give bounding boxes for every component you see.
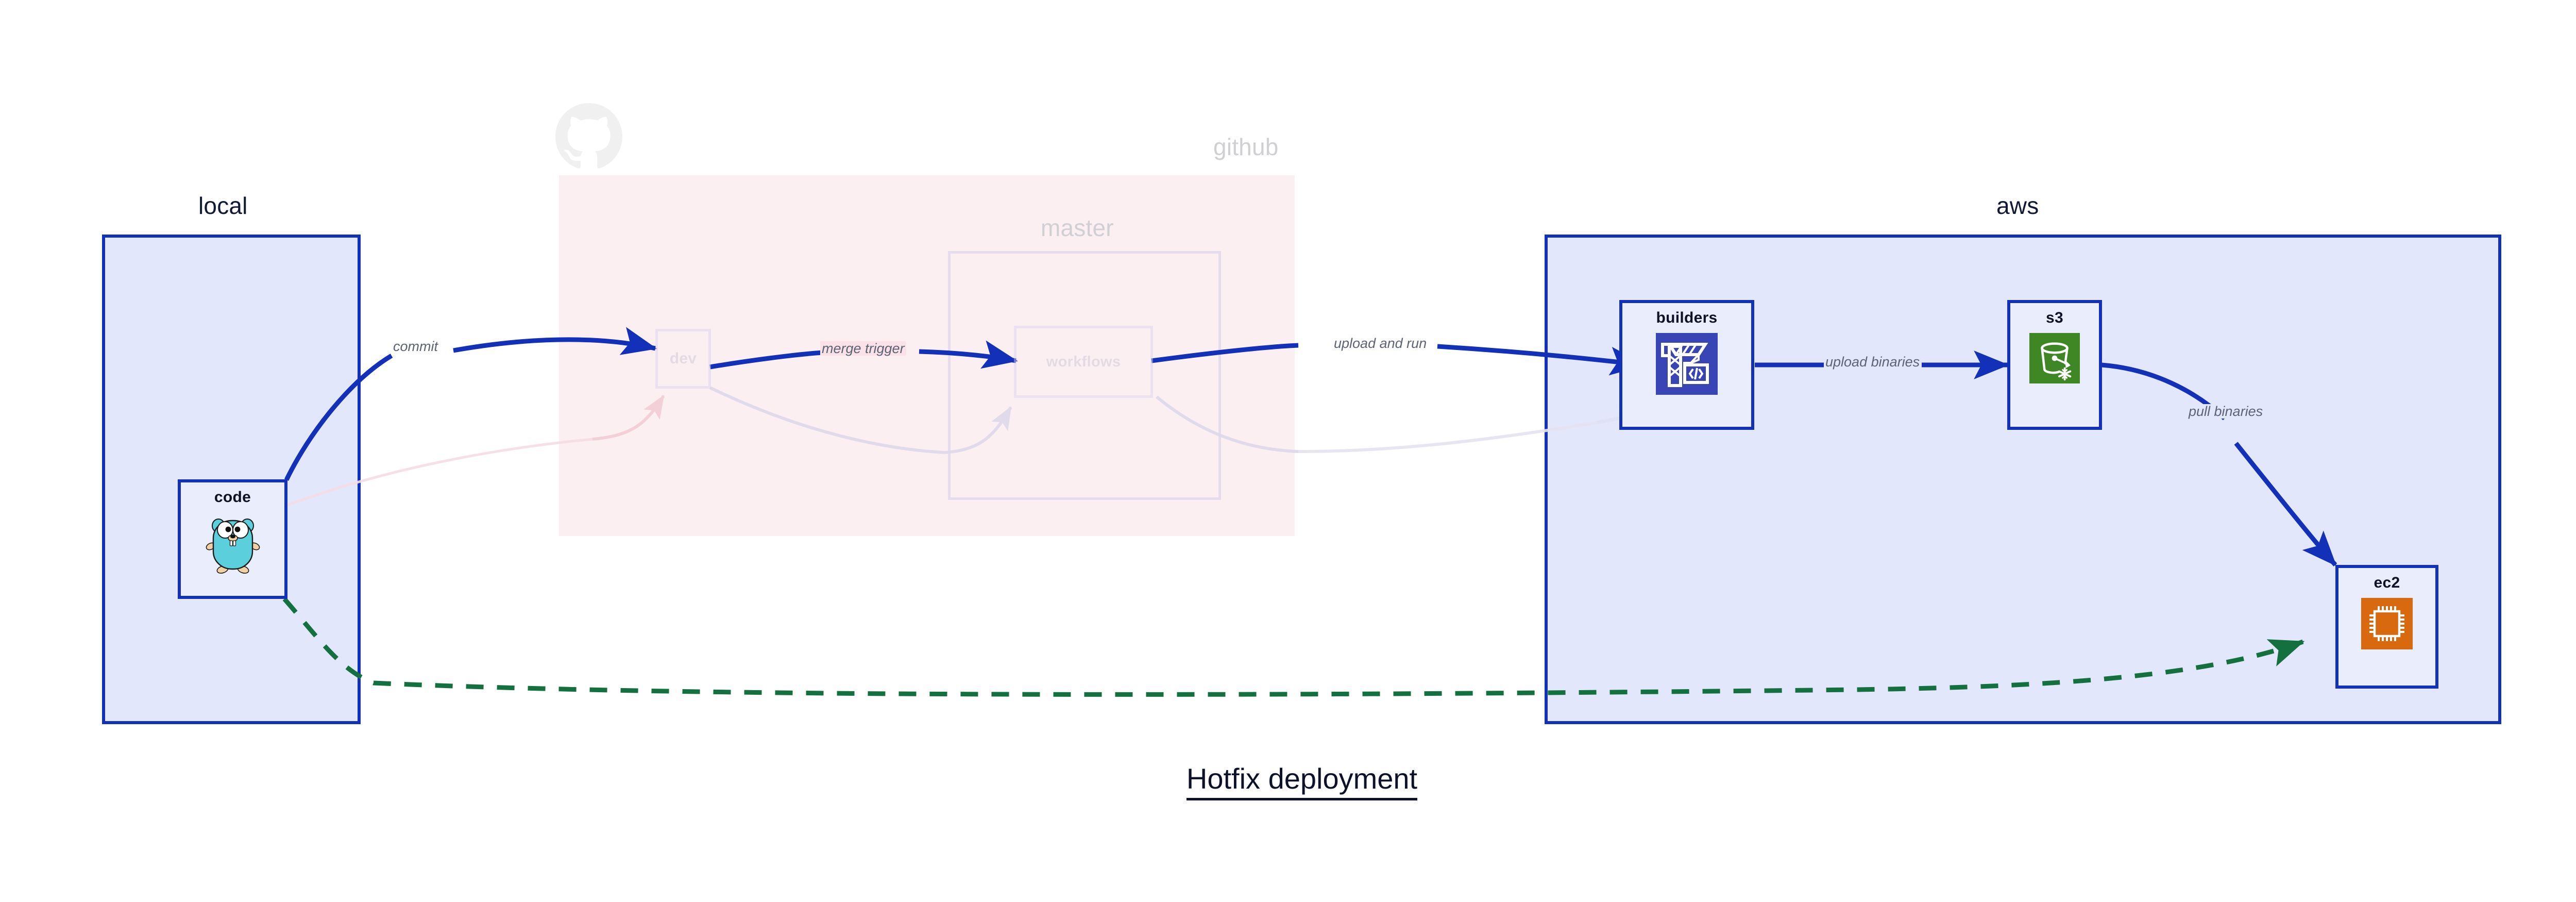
edge-pullbin-seg2 xyxy=(2234,442,2337,567)
edge-uploadrun-seg2 xyxy=(1437,344,1646,376)
node-ec2-title: ec2 xyxy=(2374,574,2400,591)
cluster-label-master: master xyxy=(1041,214,1114,241)
edge-uploadrun-seg1 xyxy=(1151,343,1299,363)
ghost-edge-dev-workflows-a xyxy=(709,386,946,454)
node-workflows-title: workflows xyxy=(1046,353,1121,370)
cluster-github xyxy=(559,175,1295,536)
cluster-master xyxy=(948,251,1221,500)
node-dev[interactable]: dev xyxy=(655,329,711,389)
node-ec2[interactable]: ec2 xyxy=(2335,565,2438,689)
edge-merge-seg1 xyxy=(709,350,823,370)
edge-label-pull-binaries: pull binaries xyxy=(2187,404,2265,419)
ghost-edge-into-dev xyxy=(592,394,665,441)
node-code-title: code xyxy=(214,489,251,506)
edge-hotfix-dashed xyxy=(282,597,2305,697)
aws-ec2-icon xyxy=(2361,598,2413,649)
cluster-label-aws: aws xyxy=(1996,192,2039,219)
edge-label-commit: commit xyxy=(392,339,439,354)
ghost-edge-workflows-out-a xyxy=(1156,395,1299,453)
ghost-edge-workflows-out-b xyxy=(1298,421,1598,453)
github-octocat-icon xyxy=(555,103,622,169)
node-builders[interactable]: builders xyxy=(1619,300,1754,430)
cluster-label-local: local xyxy=(198,192,248,219)
node-s3[interactable]: s3 xyxy=(2007,300,2102,430)
aws-s3-glacier-icon xyxy=(2029,333,2080,383)
edge-merge-seg2 xyxy=(919,340,1018,369)
node-workflows[interactable]: workflows xyxy=(1014,326,1153,398)
ghost-edge-dev-workflows-b xyxy=(945,406,1012,454)
node-code[interactable]: code xyxy=(178,479,287,599)
go-gopher-icon xyxy=(206,519,260,574)
page-title-text: Hotfix deployment xyxy=(1186,762,1418,800)
ghost-edge-code-out xyxy=(287,438,593,507)
edge-commit-seg2 xyxy=(453,327,657,355)
edge-commit-seg1 xyxy=(284,354,393,481)
node-dev-title: dev xyxy=(669,350,697,367)
edge-label-upload-binaries: upload binaries xyxy=(1824,355,1922,369)
cluster-label-github: github xyxy=(1213,133,1279,160)
aws-codebuild-icon xyxy=(1656,333,1718,395)
edge-label-merge-trigger: merge trigger xyxy=(820,341,906,356)
node-s3-title: s3 xyxy=(2046,309,2063,326)
edge-label-upload-and-run: upload and run xyxy=(1332,336,1429,350)
node-builders-title: builders xyxy=(1656,309,1718,326)
page-title: Hotfix deployment xyxy=(0,762,2576,800)
